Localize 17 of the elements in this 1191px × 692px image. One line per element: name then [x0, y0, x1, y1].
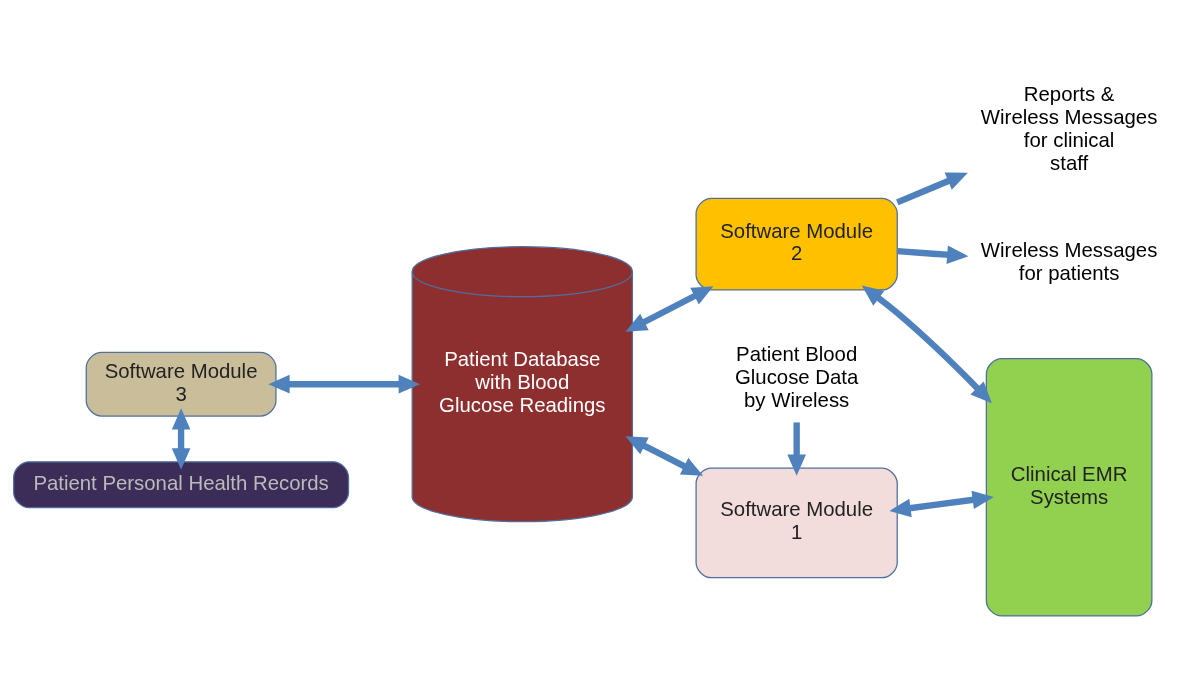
- arrow: [897, 245, 969, 264]
- arrow: [625, 436, 704, 476]
- node-box: Software Module 1: [695, 467, 898, 579]
- node-box: Patient Personal Health Records: [13, 461, 350, 509]
- arrow: [896, 172, 968, 206]
- node-box: Software Module 3: [85, 351, 277, 417]
- arrow: [889, 490, 994, 518]
- arrow: [625, 286, 714, 332]
- arrow: [268, 374, 420, 394]
- node-text: Reports & Wireless Messages for clinical staff: [980, 83, 1158, 175]
- arrow: [171, 408, 191, 470]
- node-text: Patient Blood Glucose Data by Wireless: [734, 343, 859, 411]
- arrow: [787, 422, 806, 476]
- node-text: Wireless Messages for patients: [980, 238, 1158, 284]
- node-box: Clinical EMR Systems: [985, 358, 1153, 617]
- node-box: Software Module 2: [695, 197, 898, 291]
- arrow: [861, 285, 992, 404]
